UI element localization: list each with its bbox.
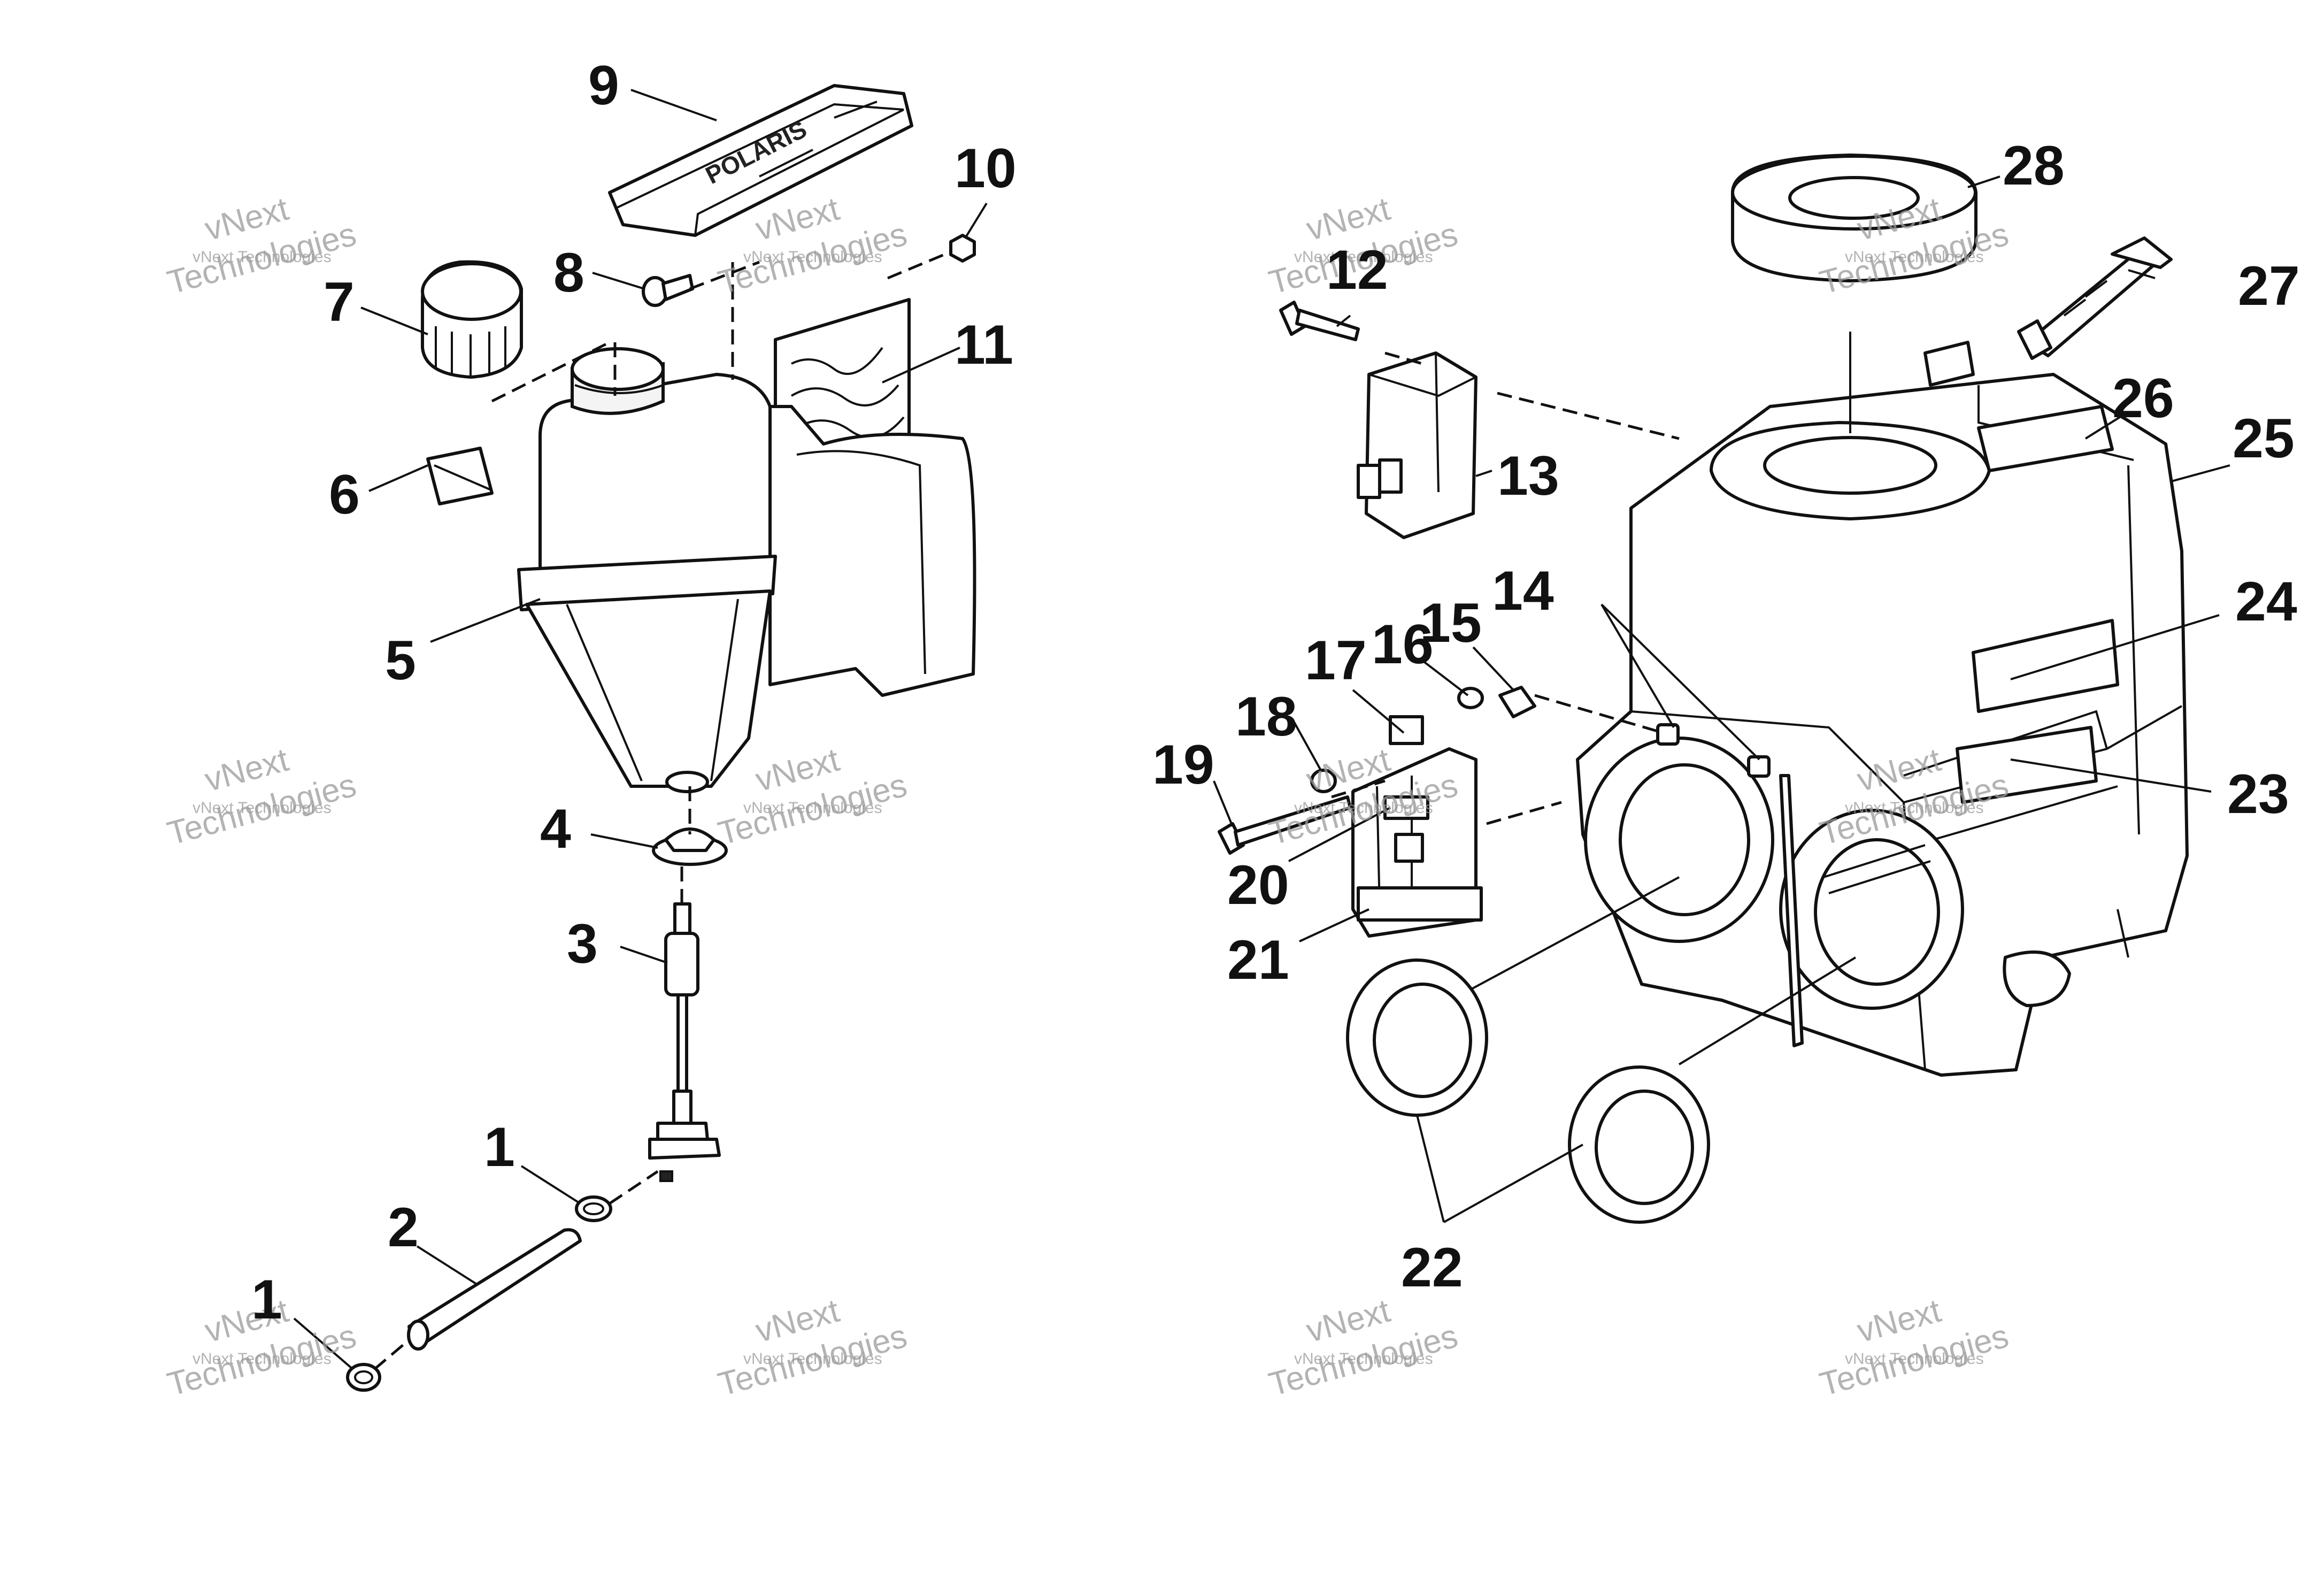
watermark-text: vNext Technologies (1845, 248, 1984, 266)
right-leaders (1213, 175, 2230, 1223)
callout-23: 23 (2227, 763, 2289, 825)
callout-4: 4 (540, 798, 571, 860)
screw (642, 274, 694, 307)
intake-openings (1584, 737, 2071, 1047)
hose-clamp-upper (575, 1195, 612, 1222)
callout-6: 6 (329, 464, 360, 526)
callout-1-lower: 1 (251, 1269, 282, 1331)
filter-ring (1731, 154, 1977, 282)
callout-21: 21 (1227, 929, 1289, 991)
grommet (652, 827, 728, 866)
watermark-text: vNext Technologies (193, 1350, 332, 1368)
callout-26: 26 (2112, 367, 2174, 430)
callout-17: 17 (1305, 630, 1367, 692)
decal (426, 447, 494, 505)
watermark-text: vNext Technologies (1845, 1350, 1984, 1368)
callout-14: 14 (1492, 560, 1554, 622)
filler-cap (421, 260, 523, 379)
oil-tank (517, 347, 976, 793)
bolt-19-washer-18 (1218, 769, 1352, 855)
hose-clamp-lower (346, 1363, 381, 1392)
oil-pickup (648, 902, 721, 1182)
watermark-text: vNext Technologies (1845, 799, 1984, 817)
bolt-12 (1279, 301, 1360, 341)
callout-9: 9 (588, 55, 619, 117)
intake-seals (1346, 958, 1710, 1224)
retaining-strap (2017, 236, 2173, 360)
oil-hose (407, 1228, 582, 1351)
air-box-decals (1956, 405, 2119, 804)
callout-labels: 1 1 2 3 4 5 6 7 8 9 10 11 12 13 14 15 16… (251, 55, 2300, 1331)
callout-5: 5 (385, 630, 416, 692)
callout-8: 8 (553, 242, 584, 304)
watermark-text: vNext Technologies (1294, 248, 1433, 266)
callout-19: 19 (1152, 734, 1214, 796)
callout-12: 12 (1326, 239, 1388, 301)
mounting-bracket (1351, 715, 1483, 938)
nut (949, 234, 976, 263)
watermark-text: vNext Technologies (193, 799, 332, 817)
control-module (1357, 351, 1477, 539)
small-fittings (1457, 686, 1771, 778)
callout-25: 25 (2233, 408, 2295, 470)
callout-13: 13 (1497, 445, 1559, 507)
callout-1-upper: 1 (484, 1116, 515, 1178)
callout-11: 11 (955, 314, 1013, 376)
callout-3: 3 (567, 913, 598, 975)
callout-7: 7 (324, 271, 355, 333)
left-leaders (293, 89, 988, 1370)
watermark-text: vNext Technologies (743, 248, 882, 266)
callout-22: 22 (1401, 1237, 1463, 1299)
callout-20: 20 (1227, 854, 1289, 916)
callout-2: 2 (388, 1197, 419, 1259)
callout-16: 16 (1372, 614, 1434, 676)
callout-24: 24 (2235, 571, 2297, 633)
watermark-text: vNext Technologies (743, 799, 882, 817)
callout-27: 27 (2238, 255, 2300, 317)
watermark-text: vNext Technologies (1294, 1350, 1433, 1368)
watermark-text: vNext Technologies (743, 1350, 882, 1368)
watermark-text: vNext Technologies (1294, 799, 1433, 817)
callout-18: 18 (1235, 686, 1297, 748)
watermark-text: vNext Technologies (193, 248, 332, 266)
callout-15: 15 (1420, 592, 1482, 654)
callout-28: 28 (2003, 135, 2065, 197)
callout-10: 10 (955, 137, 1017, 200)
